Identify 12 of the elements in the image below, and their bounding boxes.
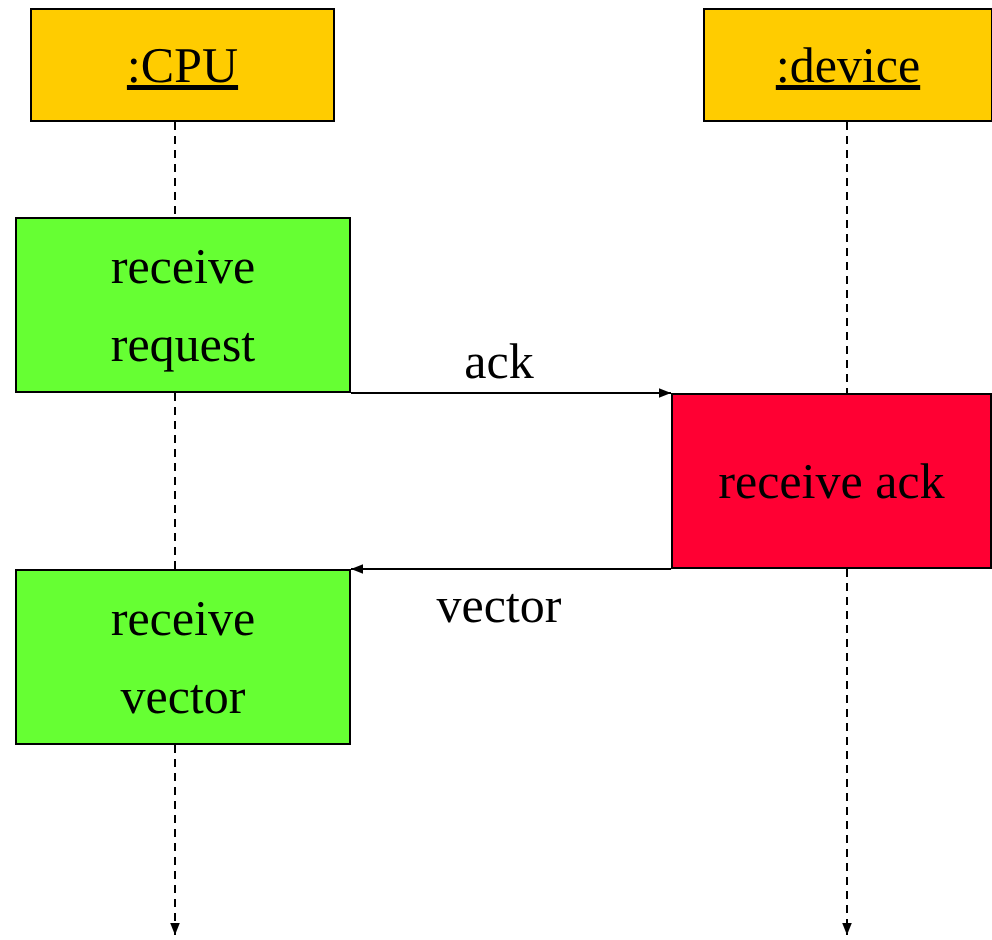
- lifeline: [846, 122, 848, 393]
- state-box: receive ack: [671, 393, 992, 569]
- object-box: :device: [703, 8, 992, 122]
- object-box: :CPU: [30, 8, 335, 122]
- state-box: receive request: [15, 217, 351, 393]
- state-box: receive vector: [15, 569, 351, 745]
- message-arrow: [351, 388, 671, 398]
- lifeline: [842, 569, 852, 935]
- message-arrow: [351, 564, 671, 574]
- lifeline: [174, 393, 176, 569]
- lifeline: [170, 745, 180, 935]
- lifeline: [174, 122, 176, 217]
